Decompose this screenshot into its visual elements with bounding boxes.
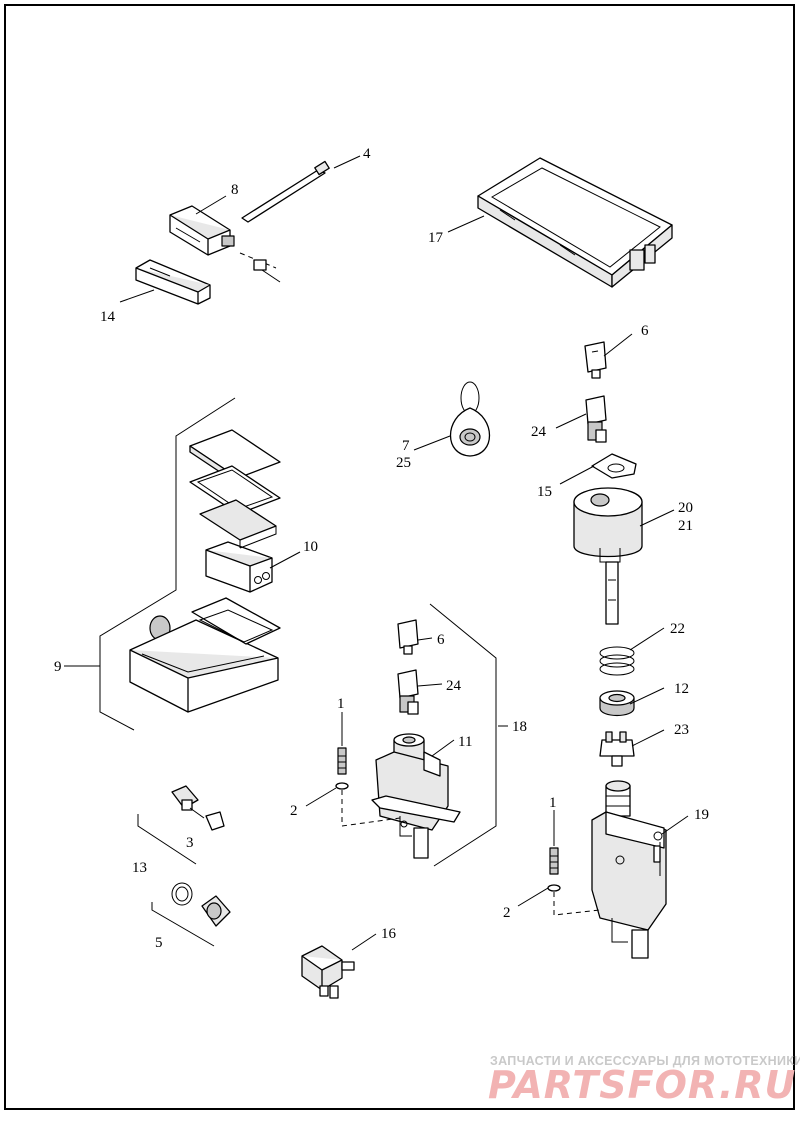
terminal-pin xyxy=(239,252,281,283)
part-13-sensor xyxy=(171,785,205,819)
callout-2-left: 2 xyxy=(290,803,298,819)
part-6-key-lower xyxy=(397,619,419,655)
part-14-terminal-lock xyxy=(135,259,211,305)
part-19-ignition-switch xyxy=(591,780,667,959)
callout-15: 15 xyxy=(537,484,552,500)
diagram-frame xyxy=(4,4,795,1110)
callout-23: 23 xyxy=(674,722,689,738)
callout-17: 17 xyxy=(428,230,444,246)
part-8-connector xyxy=(169,205,235,256)
part-22-o-rings xyxy=(599,646,635,676)
bracket-13 xyxy=(137,814,197,865)
callout-3: 3 xyxy=(186,835,194,851)
callout-13: 13 xyxy=(132,860,147,876)
part-7-key-fob xyxy=(449,381,491,457)
watermark-tagline: ЗАПЧАСТИ И АКСЕССУАРЫ ДЛЯ МОТОТЕХНИКИ xyxy=(490,1054,800,1068)
callout-22: 22 xyxy=(670,621,685,637)
callout-21: 21 xyxy=(678,518,693,534)
part-24-key-upper xyxy=(585,395,607,443)
callout-6-lower: 6 xyxy=(437,632,445,648)
part-3-clip xyxy=(205,811,225,831)
callout-16: 16 xyxy=(381,926,397,942)
callout-7: 7 xyxy=(402,438,410,454)
callout-6-upper: 6 xyxy=(641,323,649,339)
assembly-line-right xyxy=(553,892,601,916)
part-15-plate xyxy=(591,453,637,479)
callout-8: 8 xyxy=(231,182,239,198)
callout-14: 14 xyxy=(100,309,116,325)
callout-1-right: 1 xyxy=(549,795,557,811)
callout-20: 20 xyxy=(678,500,693,516)
callout-12: 12 xyxy=(674,681,689,697)
part-11-ignition-switch xyxy=(371,733,461,859)
callout-5: 5 xyxy=(155,935,163,951)
bracket-18 xyxy=(429,603,497,867)
part-1-screw-left xyxy=(337,747,347,775)
part-2-washer-right xyxy=(547,884,561,892)
part-10-battery xyxy=(205,541,273,593)
part-5-fitting xyxy=(201,895,231,927)
bracket-9 xyxy=(99,397,236,731)
callout-4: 4 xyxy=(363,146,371,162)
part-20-ignition-cap xyxy=(573,487,643,625)
callout-24-upper: 24 xyxy=(531,424,547,440)
callout-18: 18 xyxy=(512,719,527,735)
callout-9: 9 xyxy=(54,659,62,675)
assembly-line-left xyxy=(341,790,401,827)
part-17-security-module xyxy=(477,157,673,288)
part-5-o-ring xyxy=(171,882,193,906)
watermark-logo: PARTSFOR.RU xyxy=(488,1063,796,1107)
leader-lines xyxy=(64,155,689,951)
part-24-key-lower xyxy=(397,669,419,715)
part-16-connector xyxy=(301,945,355,999)
part-9-cover-assembly xyxy=(189,429,281,549)
callout-1-left: 1 xyxy=(337,696,345,712)
part-4-cable-tie xyxy=(241,160,330,223)
bracket-5 xyxy=(151,902,215,947)
part-9-battery-case xyxy=(129,597,281,713)
part-2-washer-left xyxy=(335,782,349,790)
part-23-cam xyxy=(599,731,635,767)
callout-2-right: 2 xyxy=(503,905,511,921)
callout-10: 10 xyxy=(303,539,318,555)
part-6-key-upper xyxy=(584,341,607,379)
callout-25: 25 xyxy=(396,455,411,471)
part-12-bushing xyxy=(599,690,635,717)
callout-24-lower: 24 xyxy=(446,678,462,694)
part-1-screw-right xyxy=(549,847,559,875)
callout-19: 19 xyxy=(694,807,709,823)
callout-11: 11 xyxy=(458,734,472,750)
